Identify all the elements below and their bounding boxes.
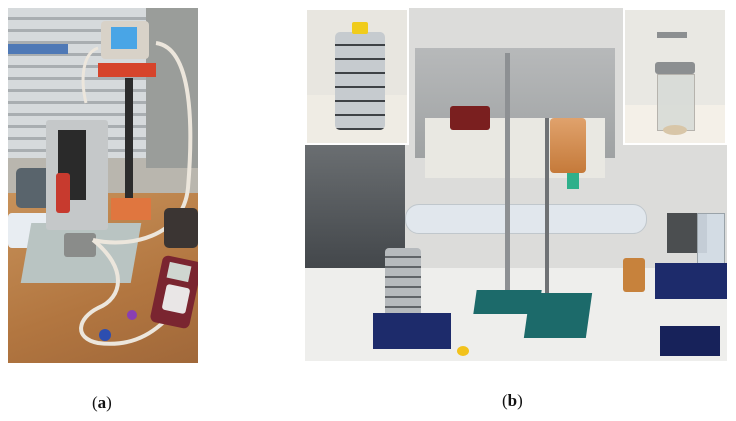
panel-b-letter: b — [507, 391, 518, 410]
panel-a-photo — [8, 8, 198, 363]
red-clamp — [98, 63, 156, 77]
press-foot — [64, 233, 96, 257]
tubing — [79, 41, 193, 346]
inset-top-left — [305, 8, 409, 145]
inset-top-right — [623, 8, 727, 145]
panel-a-letter: a — [97, 393, 107, 412]
stacked-cylinder — [385, 248, 421, 318]
retort-rod-1 — [505, 53, 510, 303]
retort-rod-2 — [545, 118, 549, 328]
inset-yellow-cap — [352, 22, 368, 34]
blinds-sign — [8, 44, 68, 54]
blue-lab-jack-left — [373, 313, 451, 349]
blue-lab-jack-right-base — [660, 326, 720, 356]
blue-lab-jack-right — [655, 263, 727, 299]
panel-b-label: (b) — [502, 391, 523, 410]
teal-base-2 — [523, 293, 593, 338]
orange-container — [550, 118, 586, 173]
yellow-cap — [457, 346, 469, 356]
impinger-base — [663, 125, 687, 135]
dark-pad — [164, 208, 198, 248]
panel-a-label: (a) — [92, 393, 112, 412]
amber-beaker — [623, 258, 645, 292]
impinger-glass — [657, 74, 695, 131]
glass-tube — [405, 204, 647, 234]
green-connector — [567, 173, 579, 189]
clamp-column — [125, 78, 133, 208]
red-cartridge — [56, 173, 70, 213]
panel-b-photo — [305, 8, 727, 361]
inset-steel-cylinder — [335, 32, 385, 130]
flow-sensor-screen — [111, 27, 137, 49]
impinger-head — [655, 62, 695, 74]
column-base — [111, 198, 151, 220]
peristaltic-pump — [450, 106, 490, 130]
impinger-handle — [657, 32, 687, 38]
